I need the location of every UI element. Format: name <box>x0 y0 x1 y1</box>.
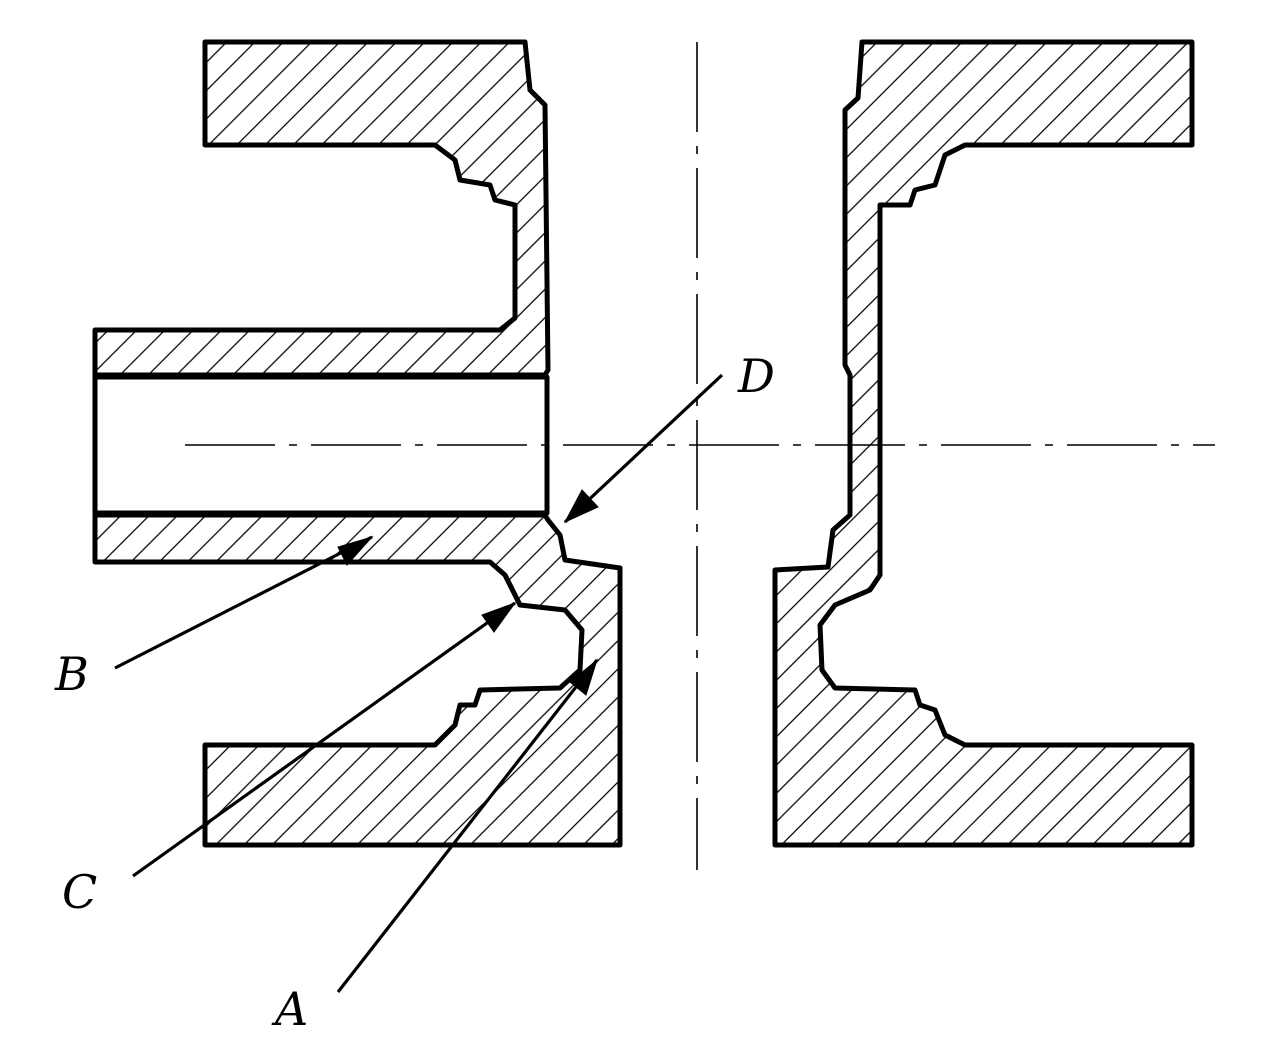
arrowhead-c <box>481 601 517 633</box>
arrowhead-b <box>337 536 374 566</box>
label-d: D <box>737 349 775 403</box>
label-a: A <box>271 982 308 1036</box>
leader-line-b <box>114 535 373 670</box>
arrowhead-a <box>569 658 598 696</box>
leader-line-c <box>132 601 516 878</box>
label-b: B <box>54 647 89 701</box>
leader-line-d <box>563 373 724 524</box>
arrowhead-d <box>563 489 599 524</box>
right-section-body <box>772 39 1195 848</box>
leader-line-a <box>336 659 599 993</box>
left-lower-body <box>92 512 623 848</box>
label-c: C <box>62 865 97 919</box>
left-section-body <box>92 39 551 378</box>
